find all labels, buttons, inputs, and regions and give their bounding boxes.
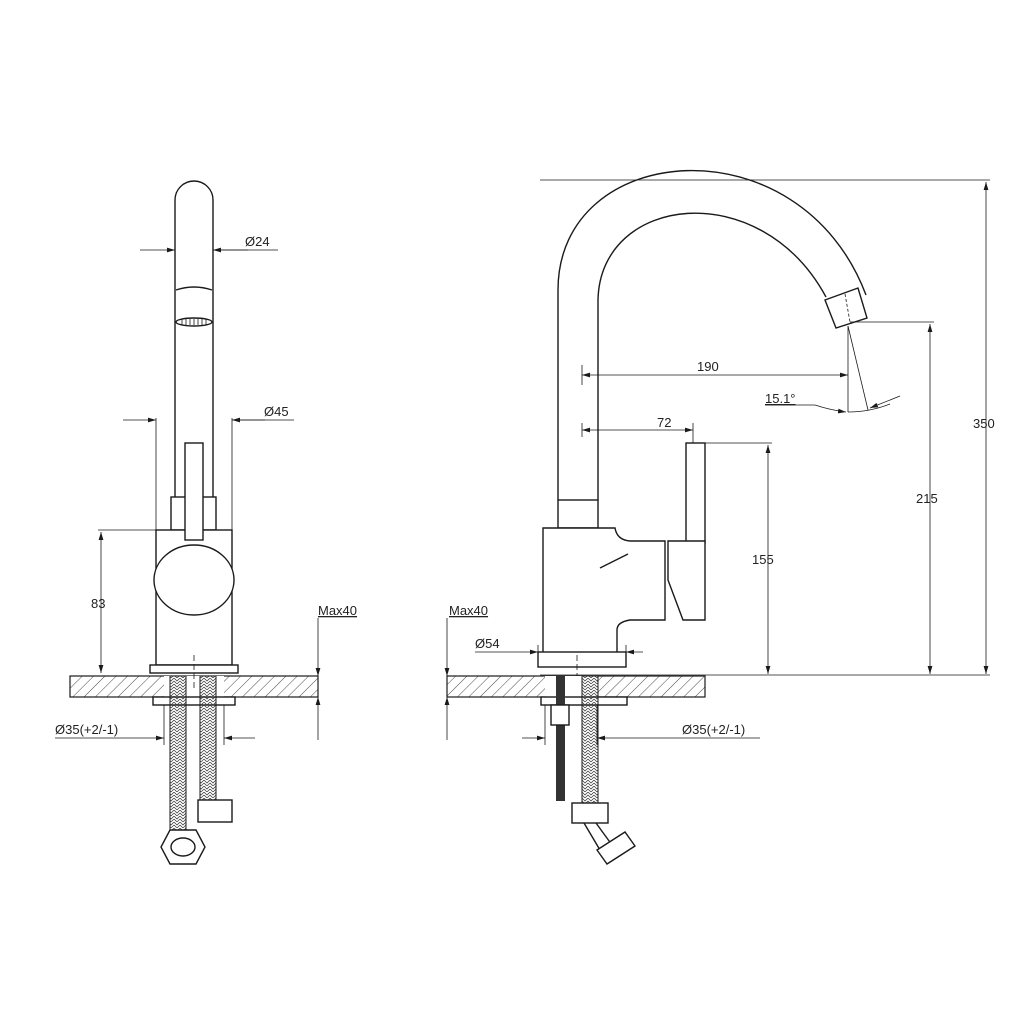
dim-body-diameter: Ø45 <box>264 404 289 419</box>
thread-left <box>170 496 187 531</box>
dim-max-thickness-front: Max40 <box>318 603 357 618</box>
front-view: Ø24 Ø45 83 Max40 Ø35(+2/-1) <box>55 180 357 865</box>
dim-handle-top-height: 155 <box>752 552 774 567</box>
side-body <box>542 527 666 666</box>
dim-mounting-hole-front: Ø35(+2/-1) <box>55 722 118 737</box>
aerator-band <box>175 286 213 291</box>
connector-right <box>197 799 233 823</box>
front-lever <box>184 442 204 541</box>
threaded-rod <box>556 676 565 801</box>
spout-inner <box>597 212 827 500</box>
side-view: 350 215 155 190 15.1° 72 Max40 Ø54 <box>444 169 995 865</box>
dim-handle-height: 83 <box>91 596 105 611</box>
dim-max-thickness-side: Max40 <box>449 603 488 618</box>
connector-nut <box>160 829 206 865</box>
dim-base-diameter: Ø54 <box>475 636 500 651</box>
aerator-grille <box>175 317 213 327</box>
dim-spout-diameter: Ø24 <box>245 234 270 249</box>
side-base-plate <box>537 651 627 668</box>
spout-outer <box>557 169 867 500</box>
rod-nut <box>550 704 570 726</box>
dim-outlet-height: 215 <box>916 491 938 506</box>
thread-right <box>201 496 217 531</box>
dim-mounting-hole-side: Ø35(+2/-1) <box>682 722 745 737</box>
side-aerator <box>824 287 868 329</box>
side-hose <box>581 675 599 807</box>
angle-valve <box>596 831 636 865</box>
side-connector <box>571 802 609 824</box>
dim-spout-angle: 15.1° <box>765 391 796 406</box>
handle-knob <box>153 544 235 616</box>
hose-left <box>169 675 187 832</box>
side-handle <box>667 540 706 621</box>
side-thread <box>557 499 599 529</box>
dim-spout-reach: 190 <box>697 359 719 374</box>
dim-handle-offset: 72 <box>657 415 671 430</box>
side-lever <box>685 442 706 544</box>
front-spout <box>174 180 214 500</box>
hose-right <box>199 675 217 802</box>
dim-total-height: 350 <box>973 416 995 431</box>
front-nut-plate <box>152 696 236 706</box>
